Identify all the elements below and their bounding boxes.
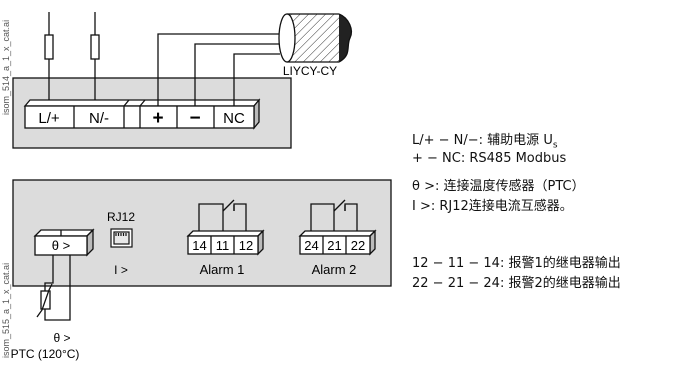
terminal-n: N/- bbox=[89, 110, 109, 127]
terminal-l: L/+ bbox=[38, 110, 60, 127]
shielded-cable bbox=[278, 13, 353, 63]
legend-power: L/+ − N/−: 辅助电源 Us bbox=[412, 133, 558, 154]
rj12-title: RJ12 bbox=[107, 210, 135, 224]
alarm1-terminal-12: 12 bbox=[239, 238, 253, 253]
sensor-temp: PTC (120°C) bbox=[11, 347, 80, 361]
legend-ptc: θ >: 连接温度传感器（PTC） bbox=[412, 179, 585, 194]
alarm2-terminal-block bbox=[298, 229, 377, 256]
alarm2-terminal-21: 21 bbox=[327, 238, 341, 253]
alarm1-label: Alarm 1 bbox=[200, 262, 245, 277]
legend-alarm1: 12 − 11 − 14: 报警1的继电器输出 bbox=[412, 256, 621, 271]
theta-terminal-label: θ > bbox=[52, 238, 70, 253]
alarm2-label: Alarm 2 bbox=[312, 262, 357, 277]
legend-rs485: + − NC: RS485 Modbus bbox=[412, 151, 567, 166]
ptc-wiring bbox=[36, 255, 71, 321]
terminal-nc: NC bbox=[223, 110, 245, 127]
alarm1-terminal-block bbox=[186, 229, 265, 256]
alarm2-terminal-24: 24 bbox=[304, 238, 318, 253]
terminal-minus: − bbox=[189, 108, 200, 129]
legend-alarm2: 22 − 21 − 24: 报警2的继电器输出 bbox=[412, 276, 621, 291]
alarm2-relay bbox=[310, 199, 358, 236]
legend-power-text: L/+ − N/−: 辅助电源 U bbox=[412, 133, 553, 148]
alarm1-terminal-14: 14 bbox=[192, 238, 206, 253]
rs485-wiring bbox=[157, 33, 280, 106]
alarm1-terminal-11: 11 bbox=[216, 238, 230, 253]
cable-label: LIYCY-CY bbox=[283, 64, 337, 78]
theta-terminal bbox=[33, 228, 95, 257]
alarm2-terminal-22: 22 bbox=[351, 238, 365, 253]
legend-rj12: I >: RJ12连接电流互感器。 bbox=[412, 199, 573, 214]
fuse-n bbox=[90, 34, 100, 60]
wiring-diagram: L/+ N/- + − NC LIYCY-CY θ > θ > PTC (120… bbox=[11, 12, 392, 361]
fuse-l bbox=[44, 34, 54, 60]
rj12-sub: I > bbox=[114, 263, 128, 277]
terminal-plus: + bbox=[152, 108, 163, 129]
top-terminal-block bbox=[23, 98, 261, 130]
power-wiring bbox=[44, 12, 100, 104]
rj12-port-icon bbox=[110, 228, 133, 248]
sensor-label: θ > bbox=[53, 331, 70, 345]
legend-power-sub: s bbox=[552, 140, 558, 151]
